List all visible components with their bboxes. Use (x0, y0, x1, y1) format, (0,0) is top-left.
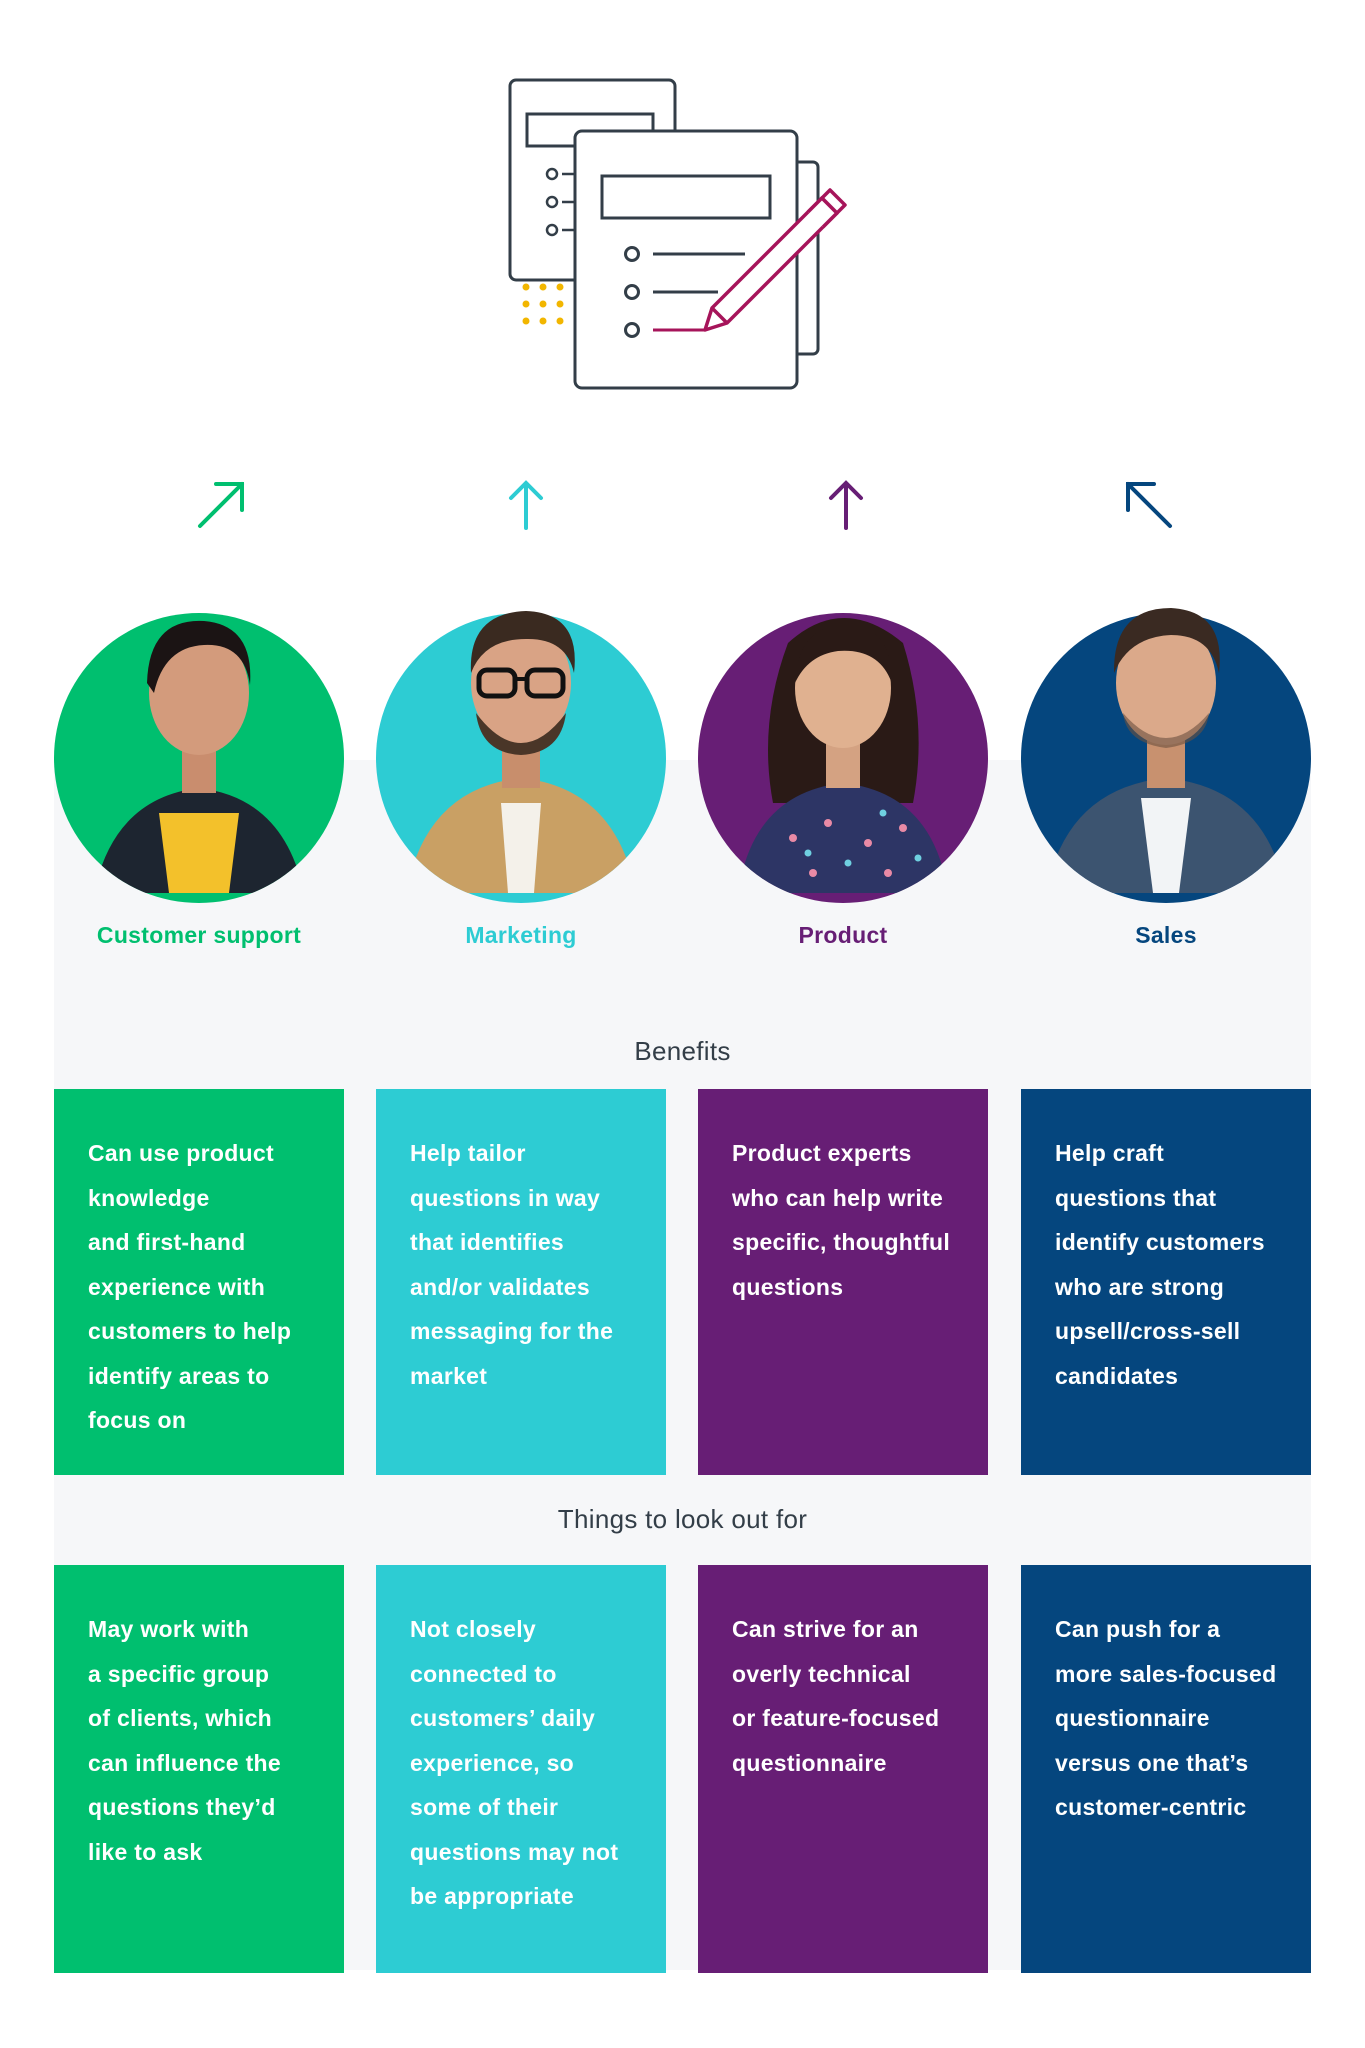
survey-forms-with-pen-icon (508, 78, 847, 390)
card-line: Product experts (732, 1140, 912, 1166)
lookout-card-product: Can strive for an overly technical or fe… (698, 1565, 988, 1973)
card-line: Help tailor (410, 1140, 526, 1166)
card-line: questions they’d (88, 1794, 276, 1820)
card-line: connected to (410, 1660, 557, 1687)
card-line: Can push for a (1055, 1616, 1221, 1642)
arrow-up-icon (829, 480, 863, 530)
arrow-up-left-icon (1126, 482, 1172, 528)
card-line: more sales-focused (1055, 1660, 1277, 1687)
card-line: questionnaire (1055, 1705, 1210, 1731)
card-line: can influence the (88, 1749, 281, 1776)
benefit-card-customer-support: Can use product knowledge and first-hand… (54, 1089, 344, 1475)
benefit-card-sales: Help craft questions that identify custo… (1021, 1089, 1311, 1475)
arrow-up-icon (509, 480, 543, 530)
card-line: who are strong (1055, 1273, 1225, 1300)
card-line: overly technical (732, 1660, 911, 1687)
card-line: May work with (88, 1616, 250, 1642)
card-line: customers to help (88, 1318, 292, 1344)
card-line: questions may not (410, 1838, 619, 1865)
card-line: identify areas to (88, 1362, 270, 1389)
lookout-card-sales: Can push for a more sales-focused questi… (1021, 1565, 1311, 1973)
card-line: that identifies (410, 1229, 565, 1255)
benefit-card-marketing: Help tailor questions in way that identi… (376, 1089, 666, 1475)
benefits-heading: Benefits (634, 1036, 731, 1066)
card-line: customers’ daily (410, 1705, 596, 1731)
card-line: identify customers (1055, 1229, 1265, 1255)
card-line: Not closely (410, 1616, 537, 1642)
role-label-product: Product (798, 922, 888, 948)
card-line: customer-centric (1055, 1794, 1247, 1820)
card-line: questions that (1055, 1184, 1217, 1211)
role-label-sales: Sales (1135, 922, 1197, 948)
card-line: messaging for the (410, 1318, 614, 1344)
card-line: who can help write (732, 1184, 944, 1211)
benefit-card-product: Product experts who can help write speci… (698, 1089, 988, 1475)
card-line: focus on (88, 1407, 187, 1433)
card-line: be appropriate (410, 1883, 574, 1909)
card-line: questions (732, 1273, 844, 1300)
lookout-card-customer-support: May work with a specific group of client… (54, 1565, 344, 1973)
card-line: specific, thoughtful (732, 1229, 951, 1255)
card-line: versus one that’s (1055, 1749, 1249, 1776)
lookout-card-marketing: Not closely connected to customers’ dail… (376, 1565, 666, 1973)
card-line: of clients, which (88, 1705, 273, 1731)
card-line: like to ask (88, 1838, 203, 1865)
card-line: and/or validates (410, 1273, 590, 1300)
avatar-marketing (376, 611, 666, 903)
card-line: upsell/cross-sell (1055, 1318, 1241, 1344)
card-line: Can use product (88, 1140, 274, 1166)
lookout-heading: Things to look out for (557, 1504, 808, 1534)
card-line: candidates (1055, 1362, 1179, 1389)
card-line: some of their (410, 1794, 559, 1820)
card-line: experience with (88, 1273, 266, 1300)
role-label-marketing: Marketing (465, 922, 577, 948)
card-line: Help craft (1055, 1140, 1165, 1166)
arrow-up-right-icon (198, 482, 244, 528)
card-line: questions in way (410, 1184, 601, 1211)
card-line: experience, so (410, 1749, 575, 1776)
role-label-customer-support: Customer support (96, 922, 302, 948)
avatar-product (698, 613, 988, 903)
card-line: questionnaire (732, 1749, 887, 1776)
card-line: or feature-focused (732, 1705, 940, 1731)
card-line: and first-hand (88, 1229, 246, 1255)
card-line: knowledge (88, 1184, 210, 1211)
card-line: Can strive for an (732, 1616, 919, 1642)
card-line: market (410, 1362, 488, 1389)
card-line: a specific group (88, 1660, 270, 1687)
avatar-customer-support (54, 613, 344, 903)
avatar-sales (1021, 608, 1311, 903)
